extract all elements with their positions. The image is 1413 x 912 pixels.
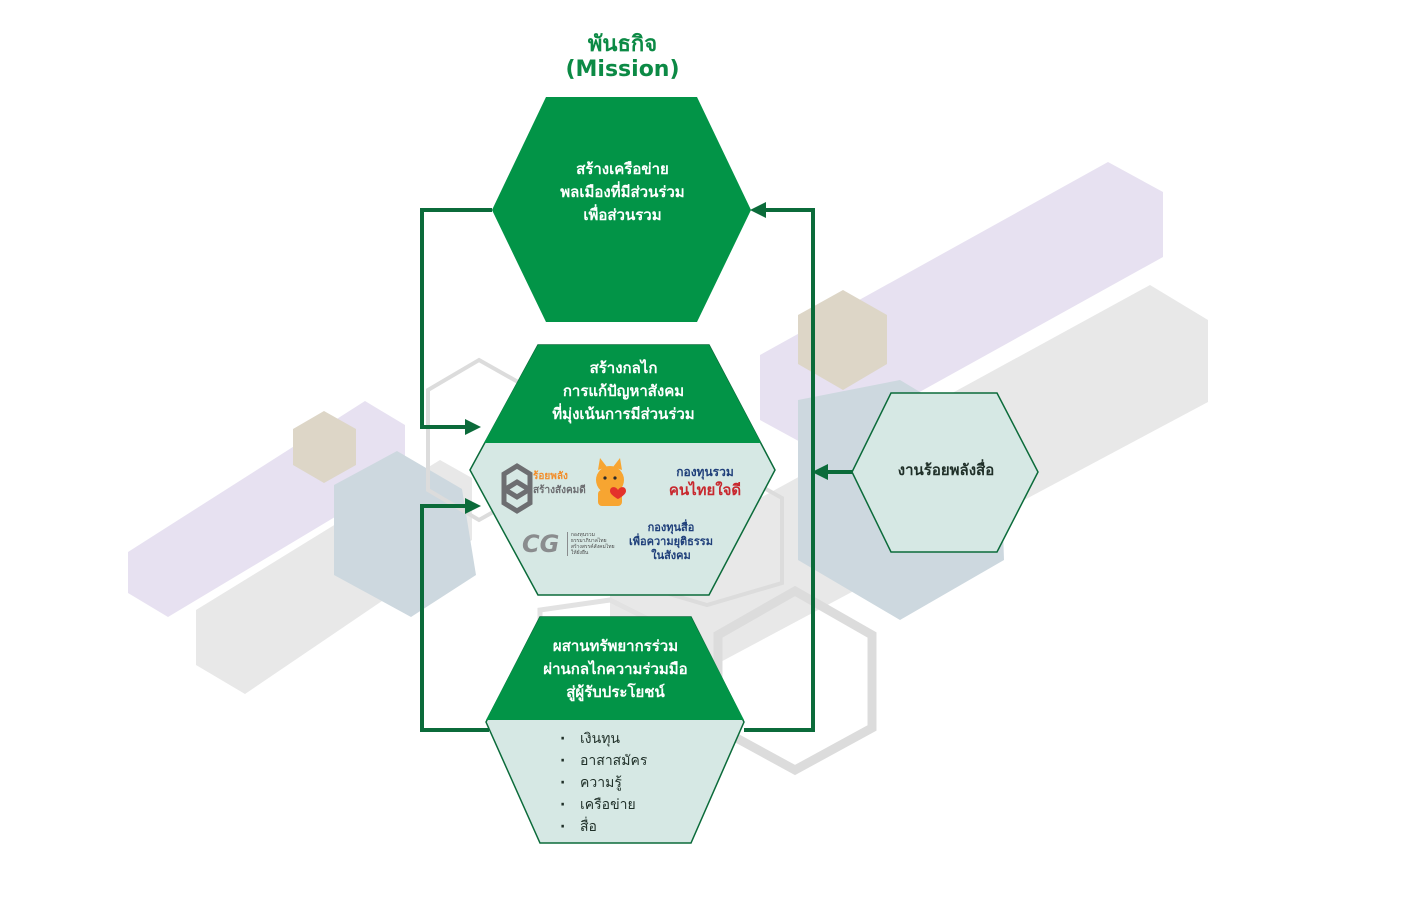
arrow-top-to-middle [420,208,492,429]
thai-kind-fund-logo: กองทุนรวม คนไทยใจดี [668,465,742,499]
media-justice-fund-logo: กองทุนสื่อ เพื่อความยุติธรรม ในสังคม [629,521,713,562]
title-thai: พันธกิจ [587,32,658,57]
hex-mechanism-line: สร้างกลไก [589,359,658,377]
hex-mechanism-line: ที่มุ่งเน้นการมีส่วนร่วม [552,405,695,423]
cat-mascot-icon [596,458,626,506]
hex-network [492,97,751,322]
hex-network-line: เพื่อส่วนรวม [583,206,662,224]
arrow-bottom-to-middle [420,504,489,732]
cg-fund-logo: CG กองทุนรวม ธรรมาภิบาลไทย สร้างสรรค์สัง… [522,530,615,558]
arrow-bottom-to-top [744,208,815,732]
resources-list: เงินทุน อาสาสมัคร ความรู้ เครือข่าย สื่อ [560,728,647,838]
hex-resources-header [486,617,744,720]
hex-network-line: สร้างเครือข่าย [576,160,669,178]
hex-resources-line: ผสานทรัพยากรร่วม [552,637,679,655]
hex-mechanism-header [484,345,761,443]
diagram-title: พันธกิจ (Mission) [520,32,725,82]
list-item: อาสาสมัคร [560,750,647,772]
roiphalang-logo-mark [501,463,533,514]
media-work-label: งานร้อยพลังสื่อ [897,461,995,479]
title-english: (Mission) [565,57,680,82]
flow-arrows [420,208,855,732]
hex-network-line: พลเมืองที่มีส่วนร่วม [560,183,685,201]
hex-media-work [851,392,1039,553]
hex-resources-text: ผสานทรัพยากรร่วม ผ่านกลไกความร่วมมือ สู่… [510,635,721,704]
hex-resources-line: ผ่านกลไกความร่วมมือ [543,660,688,678]
list-item: ความรู้ [560,772,647,794]
list-item: เงินทุน [560,728,647,750]
list-item: เครือข่าย [560,794,647,816]
hex-network-text: สร้างเครือข่าย พลเมืองที่มีส่วนร่วม เพื่… [520,158,725,227]
arrow-heads [465,202,828,514]
list-item: สื่อ [560,816,647,838]
hex-mechanism-line: การแก้ปัญหาสังคม [562,382,685,400]
roiphalang-logo: ร้อยพลัง สร้างสังคมดี [533,471,586,496]
hex-resources-line: สู่ผู้รับประโยชน์ [566,683,665,701]
hex-mechanism-text: สร้างกลไก การแก้ปัญหาสังคม ที่มุ่งเน้นกา… [515,357,732,426]
